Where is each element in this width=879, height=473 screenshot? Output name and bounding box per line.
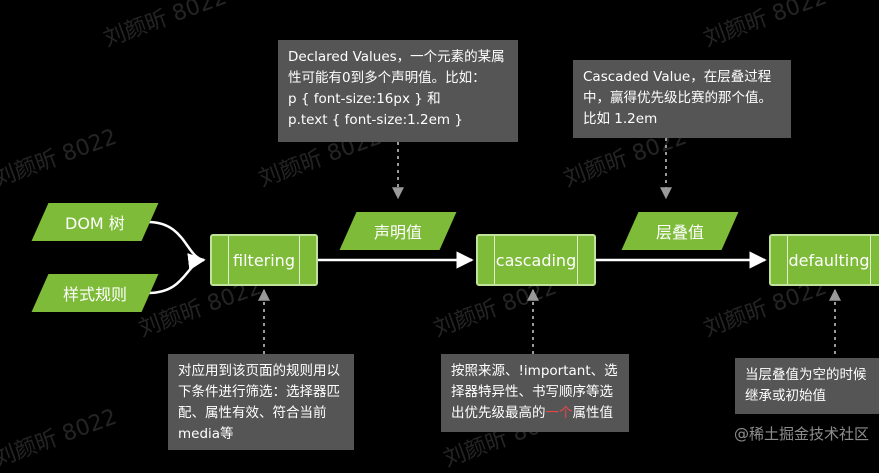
cascading-process: cascading: [476, 234, 596, 286]
cascading-note: 按照来源、!important、选 择器特异性、书写顺序等选 出优先级最高的一个…: [441, 354, 629, 432]
declared-values-note: Declared Values，一个元素的某属 性可能有0到多个声明值。比如： …: [278, 40, 518, 142]
style-rules-input: 样式规则: [31, 274, 159, 312]
connector-lines: [147, 138, 841, 354]
cascaded-value-note: Cascaded Value，在层叠过程 中，赢得优先级比赛的那个值。 比如 1…: [573, 60, 791, 138]
style-rules-connector: [147, 253, 206, 295]
cascaded-value-node: 层叠值: [621, 212, 739, 250]
brand-watermark: @稀土掘金技术社区: [733, 425, 869, 443]
cascading-note-text: 按照来源、!important、选 择器特异性、书写顺序等选 出优先级最高的: [451, 363, 618, 421]
cascading-note-highlight: 一个: [545, 405, 573, 421]
dom-tree-input: DOM 树: [31, 203, 159, 241]
dom-tree-connector: [147, 220, 205, 262]
defaulting-note: 当层叠值为空的时候 继承或初始值: [735, 358, 879, 414]
defaulting-process: defaulting: [769, 234, 879, 286]
cascading-note-tail: 属性值: [572, 405, 614, 421]
filtering-process: filtering: [210, 234, 318, 286]
filtering-note: 对应用到该页面的规则用以 下条件进行筛选：选择器匹 配、属性有效、符合当前 me…: [168, 354, 354, 450]
declared-value-node: 声明值: [339, 212, 457, 250]
